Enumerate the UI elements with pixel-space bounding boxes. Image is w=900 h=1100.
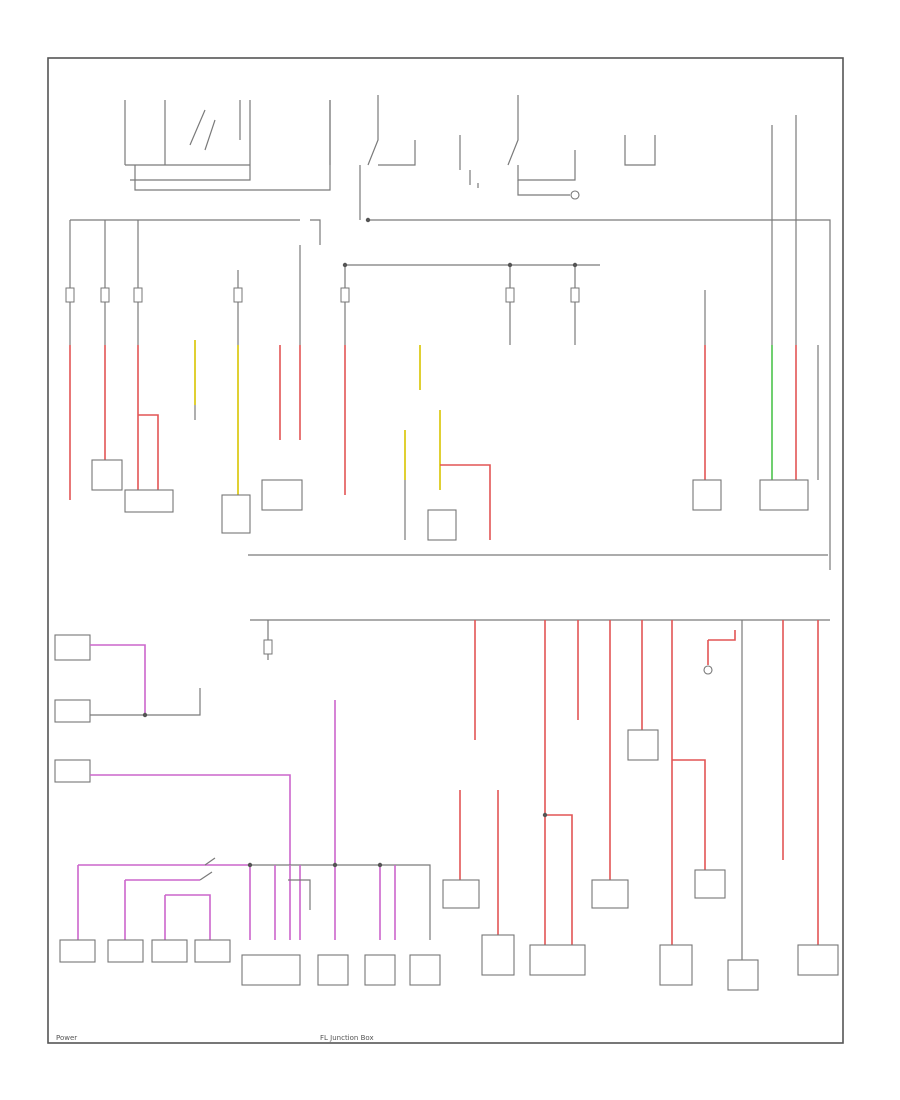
top-switch-section xyxy=(124,95,797,220)
component-box-27 xyxy=(797,944,839,976)
lower-right-section xyxy=(442,620,839,991)
component-box-5 xyxy=(427,509,457,541)
footer-left-label: Power xyxy=(56,1034,77,1042)
fuse-6 xyxy=(505,287,515,303)
fuse-5 xyxy=(340,287,350,303)
component-box-14 xyxy=(194,939,231,963)
diagram-frame xyxy=(47,57,844,1044)
lower-left-section xyxy=(54,620,441,986)
component-box-20 xyxy=(481,934,515,976)
ground-point xyxy=(570,190,580,200)
component-box-4 xyxy=(261,479,303,511)
component-box-23 xyxy=(627,729,659,761)
component-box-13 xyxy=(151,939,188,963)
upper-right-branches xyxy=(404,220,819,541)
component-box-25 xyxy=(694,869,726,899)
component-box-12 xyxy=(107,939,144,963)
component-box-11 xyxy=(59,939,96,963)
fuse-3 xyxy=(133,287,143,303)
footer-mid-label: FL Junction Box xyxy=(320,1034,374,1042)
component-box-3 xyxy=(221,494,251,534)
component-box-24 xyxy=(659,944,693,986)
component-box-8 xyxy=(54,634,91,661)
component-box-16 xyxy=(317,954,349,986)
component-box-9 xyxy=(54,699,91,723)
fuse-4 xyxy=(233,287,243,303)
indicator-lamp xyxy=(703,665,713,675)
component-box-21 xyxy=(529,944,586,976)
component-box-1 xyxy=(91,459,123,491)
component-box-6 xyxy=(692,479,722,511)
component-box-26 xyxy=(727,959,759,991)
component-box-7 xyxy=(759,479,809,511)
fuse-8 xyxy=(263,639,273,655)
component-box-22 xyxy=(591,879,629,909)
component-box-2 xyxy=(124,489,174,513)
component-box-17 xyxy=(364,954,396,986)
upper-left-branches xyxy=(65,220,350,534)
fuse-7 xyxy=(570,287,580,303)
junction-dots xyxy=(142,217,578,868)
fuse-2 xyxy=(100,287,110,303)
component-box-15 xyxy=(241,954,301,986)
fuse-1 xyxy=(65,287,75,303)
component-box-18 xyxy=(409,954,441,986)
component-box-19 xyxy=(442,879,480,909)
component-box-10 xyxy=(54,759,91,783)
power-buses xyxy=(70,219,831,621)
